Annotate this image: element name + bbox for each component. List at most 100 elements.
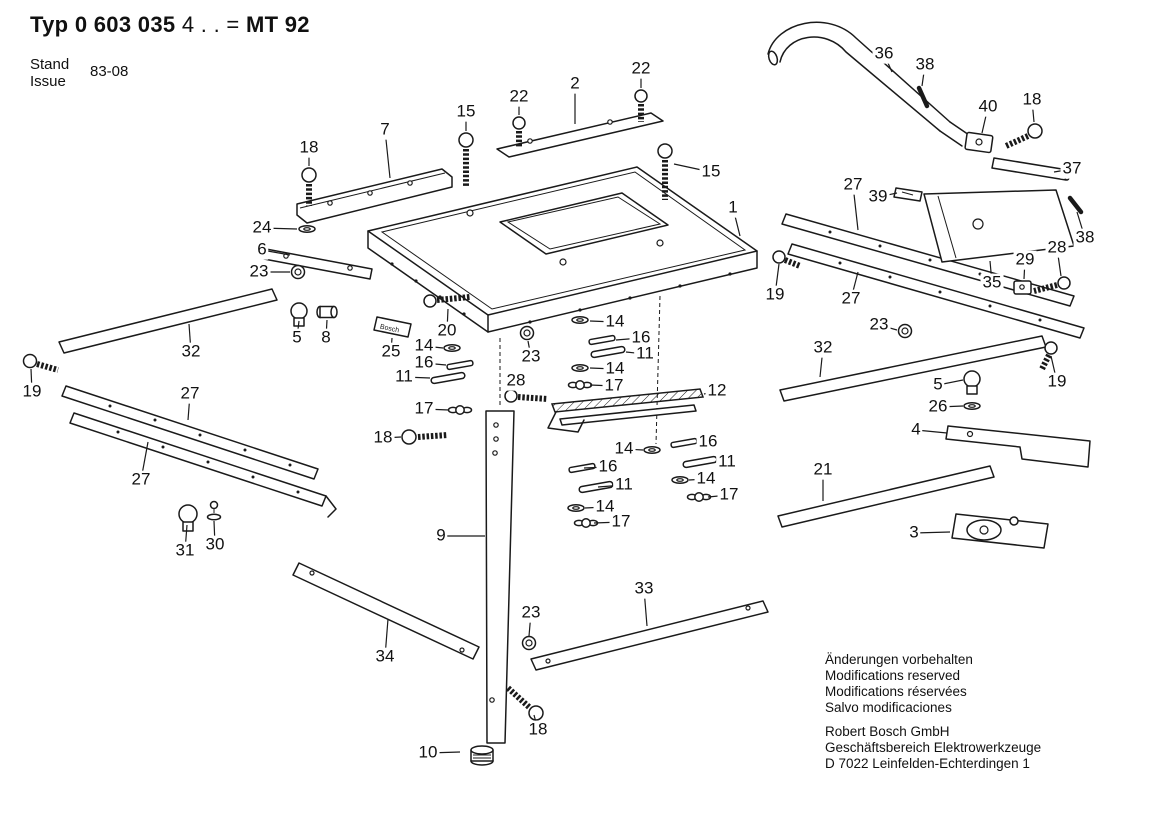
part-3-swivel xyxy=(951,513,1049,549)
title-typ: Typ xyxy=(30,12,69,37)
leader-line-14 xyxy=(584,506,606,509)
part-8-spacer xyxy=(316,305,338,319)
leader-line-14 xyxy=(423,345,444,349)
leader-line-3 xyxy=(913,531,951,534)
part-36-handle xyxy=(767,21,973,147)
company-address: Robert Bosch GmbH Geschäftsbereich Elekt… xyxy=(825,724,1041,772)
part-32-tube-left xyxy=(58,288,278,354)
leader-line-34 xyxy=(384,618,389,658)
leader-line-31 xyxy=(184,524,188,552)
leader-line-16 xyxy=(615,337,642,341)
leader-line-29 xyxy=(1023,259,1026,280)
leader-line-8 xyxy=(325,319,328,339)
bolt-19-right-mid xyxy=(1039,341,1058,371)
leader-line-32 xyxy=(819,347,824,378)
title-variant: 4 . . xyxy=(181,12,220,37)
washers-14 xyxy=(298,225,689,512)
note-line-en: Modifications reserved xyxy=(825,668,961,683)
part-34-rail xyxy=(292,562,480,660)
leader-line-17 xyxy=(589,384,615,387)
leader-line-7 xyxy=(384,129,391,179)
leader-line-28 xyxy=(511,380,517,390)
screw-28-center xyxy=(504,389,549,403)
part-12-slider xyxy=(547,388,705,433)
leader-line-39 xyxy=(877,192,898,198)
screw-18-topleft xyxy=(301,167,317,206)
part-30-washer-screw xyxy=(206,500,222,521)
wing-nuts-17 xyxy=(447,380,712,528)
leader-line-16 xyxy=(583,466,609,469)
leader-line-40 xyxy=(981,106,989,134)
leader-line-17 xyxy=(593,521,622,524)
leader-line-23 xyxy=(528,612,532,637)
leader-line-18 xyxy=(533,714,539,731)
leader-line-26 xyxy=(937,405,964,408)
part-31-knob xyxy=(178,504,198,532)
leader-line-14 xyxy=(589,320,616,323)
leader-line-1 xyxy=(732,207,741,237)
leader-line-17 xyxy=(707,494,730,498)
screw-18-mid xyxy=(401,429,449,445)
leader-line-11 xyxy=(403,376,431,379)
leader-line-4 xyxy=(915,429,948,434)
part-35-plate xyxy=(923,189,1075,263)
leader-line-25 xyxy=(390,337,393,353)
leader-line-14 xyxy=(623,448,644,451)
leader-line-18 xyxy=(382,436,402,439)
title-model: MT 92 xyxy=(246,12,310,37)
leader-line-33 xyxy=(643,588,648,627)
leader-line-20 xyxy=(446,308,449,332)
leader-line-19 xyxy=(774,263,780,296)
leader-line-35 xyxy=(989,260,993,284)
part-1-tabletop xyxy=(367,166,758,333)
part-5-knob-right xyxy=(963,370,981,395)
bosch-nameplate-text: Bosch xyxy=(379,324,400,335)
leader-line-27 xyxy=(850,271,859,300)
leader-line-18 xyxy=(1031,99,1035,123)
leader-line-11 xyxy=(625,351,646,355)
modifications-notes: Änderungen vorbehalten Modifications res… xyxy=(825,652,973,716)
screw-20 xyxy=(423,294,471,308)
leader-line-17 xyxy=(423,408,450,411)
bolt-19-right-upper xyxy=(772,250,802,269)
screw-18-bottom xyxy=(505,685,544,721)
leader-line-16 xyxy=(698,441,709,444)
assembly-axis-line xyxy=(655,295,661,445)
leader-line-38 xyxy=(1076,211,1086,239)
company-division: Geschäftsbereich Elektrowerkzeuge xyxy=(825,740,1042,755)
leader-line-5 xyxy=(937,379,964,386)
part-7-bracket xyxy=(296,168,453,224)
page-title: Typ 0 603 035 4 . . = MT 92 xyxy=(30,12,310,38)
clamp-bars-11 xyxy=(430,345,718,494)
stand-issue-block: Stand Issue xyxy=(30,56,69,90)
title-equals: = xyxy=(226,12,240,37)
leader-line-16 xyxy=(423,362,447,366)
leader-line-12 xyxy=(703,390,718,395)
leader-line-5 xyxy=(296,320,300,339)
note-line-de: Änderungen vorbehalten xyxy=(825,652,973,667)
leader-line-19 xyxy=(30,368,33,393)
leader-line-32 xyxy=(188,323,192,353)
screw-18-topright xyxy=(1004,123,1043,149)
part-29-block xyxy=(1013,280,1032,295)
screw-15-left xyxy=(458,132,474,186)
leader-line-37 xyxy=(1053,168,1073,173)
screw-22-right xyxy=(634,89,648,122)
leader-line-10 xyxy=(427,751,461,754)
part-33-rail xyxy=(530,600,769,671)
company-city: D 7022 Leinfelden-Echterdingen 1 xyxy=(825,756,1030,771)
part-26-washer xyxy=(963,402,981,410)
part-9-leg xyxy=(485,410,515,744)
leader-line-36 xyxy=(883,53,893,73)
part-27-rails-left xyxy=(61,385,337,518)
leader-line-6 xyxy=(261,249,291,256)
company-name: Robert Bosch GmbH xyxy=(825,724,950,739)
screw-15-right xyxy=(657,143,673,200)
leader-line-28 xyxy=(1056,247,1062,277)
part-38-pin-top xyxy=(916,85,930,109)
bolt-19-left xyxy=(22,353,59,373)
screw-22-left xyxy=(512,116,526,148)
leader-line-23 xyxy=(878,324,898,331)
